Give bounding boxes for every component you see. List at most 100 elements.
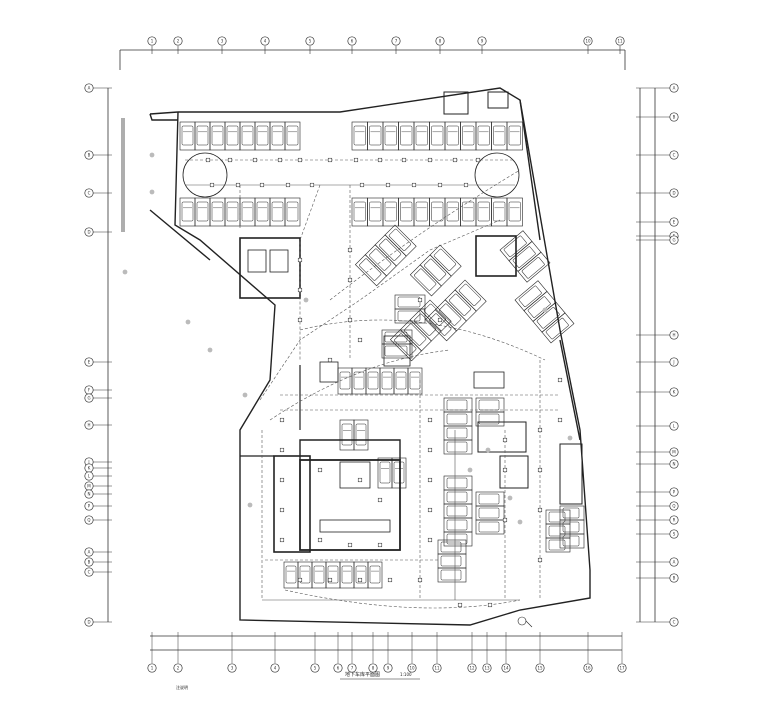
diag-c-car xyxy=(423,303,447,326)
col-e-stall xyxy=(437,567,467,583)
row-south-car xyxy=(285,565,297,584)
grid-right-E-label: E xyxy=(673,220,676,225)
row-a-left-car xyxy=(196,125,209,146)
col-f-car xyxy=(548,539,566,551)
grid-top-4-circle xyxy=(260,36,270,46)
row-a-left-car xyxy=(256,125,269,146)
col-g-car xyxy=(562,521,580,533)
diag-d-stall xyxy=(444,289,477,322)
row-south-stall xyxy=(367,561,383,589)
grid-bottom-4-label: 4 xyxy=(274,666,277,671)
room-far-east xyxy=(559,443,583,505)
equipment-dot xyxy=(507,495,513,501)
diag-d-car xyxy=(458,283,482,306)
fixture-marker xyxy=(285,182,291,188)
wiring-layer xyxy=(185,159,560,609)
fixture-marker xyxy=(279,477,285,483)
circuit-arc-c xyxy=(269,349,451,421)
diag-b-car xyxy=(433,248,457,271)
grid-bottom-10-label: 10 xyxy=(409,666,415,671)
equipment-dot xyxy=(185,319,191,325)
diag-a-stall xyxy=(374,234,407,267)
grid-bottom-5-circle xyxy=(310,663,320,673)
row-a-right-car xyxy=(400,125,413,146)
grid-top-9-circle xyxy=(477,36,487,46)
fixture-marker xyxy=(357,477,363,483)
fixture-markers xyxy=(122,152,573,628)
grid-bottom-17-label: 17 xyxy=(619,666,625,671)
col-g-car xyxy=(562,507,580,519)
turning-circle-west xyxy=(182,152,228,198)
equipment-dot xyxy=(122,269,128,275)
col-c-car xyxy=(446,533,468,545)
fixture-marker xyxy=(377,157,383,163)
row-mid-a-car xyxy=(409,371,421,390)
diag-e-stall xyxy=(517,251,551,283)
col-c-car xyxy=(446,491,468,503)
grid-bottom-2-label: 2 xyxy=(177,666,180,671)
core-west-lift xyxy=(269,249,289,273)
col-g-car xyxy=(562,535,580,547)
grid-bottom-13-label: 13 xyxy=(484,666,490,671)
diag-b-stall xyxy=(429,244,462,277)
row-a-right-car xyxy=(446,125,459,146)
fixture-marker xyxy=(297,257,303,263)
fixture-marker xyxy=(359,182,365,188)
row-mid-a-car xyxy=(395,371,407,390)
circuit-arc-a xyxy=(329,169,521,301)
fixture-marker xyxy=(347,247,353,253)
fixture-marker xyxy=(327,357,333,363)
diag-d-car xyxy=(429,313,452,336)
grid-top-11-label: 11 xyxy=(617,39,623,44)
col-a-stall xyxy=(443,439,473,455)
fixture-marker xyxy=(297,317,303,323)
row-a-right-car xyxy=(369,125,382,146)
fixture-marker xyxy=(427,447,433,453)
fixture-marker xyxy=(279,537,285,543)
fixture-marker xyxy=(557,417,563,423)
col-a-car xyxy=(446,441,468,453)
room-shaft-a xyxy=(319,361,339,383)
grid-bottom-3-circle xyxy=(227,663,237,673)
row-a-left-stall xyxy=(284,121,301,151)
equipment-dot xyxy=(247,502,253,508)
fixture-marker xyxy=(452,157,458,163)
core-west-stair xyxy=(247,249,267,273)
grid-right-G-label: G xyxy=(672,238,675,243)
col-c-car xyxy=(446,477,468,489)
grid-right-A-label: A xyxy=(673,86,676,91)
grid-bottom-13-circle xyxy=(482,663,492,673)
col-b-stall xyxy=(475,411,505,427)
row-mid-a-car xyxy=(339,371,351,390)
row-a-right-car xyxy=(462,125,475,146)
grid-top-7-label: 7 xyxy=(395,39,398,44)
grid-right-A-label: A xyxy=(673,560,676,565)
room-east xyxy=(477,421,527,453)
grid-bottom-5-label: 5 xyxy=(314,666,317,671)
row-a-right-car xyxy=(477,125,490,146)
col-b-car xyxy=(478,399,500,411)
fixture-marker xyxy=(279,447,285,453)
grid-right-P-label: P xyxy=(673,490,676,495)
diag-f-car xyxy=(545,317,569,340)
fixture-marker xyxy=(457,602,463,608)
row-south-car xyxy=(327,565,339,584)
fixture-marker xyxy=(427,477,433,483)
fixture-marker xyxy=(347,542,353,548)
grid-top-3-circle xyxy=(217,36,227,46)
grid-bottom-14-circle xyxy=(501,663,511,673)
fixture-marker xyxy=(557,377,563,383)
diag-c-car xyxy=(413,313,437,336)
row-b-right-car xyxy=(462,201,475,222)
row-b-right-car xyxy=(493,201,506,222)
grid-bottom-15-label: 15 xyxy=(537,666,543,671)
diag-b-car xyxy=(423,258,447,281)
grid-left-K-label: K xyxy=(88,466,91,471)
col-f-car xyxy=(548,525,566,537)
row-b-left-car xyxy=(211,201,224,222)
grid-bottom-7-label: 7 xyxy=(351,666,354,671)
diag-f-car xyxy=(518,285,542,308)
grid-right-M-label: M xyxy=(672,450,676,455)
row-south-car xyxy=(369,565,381,584)
